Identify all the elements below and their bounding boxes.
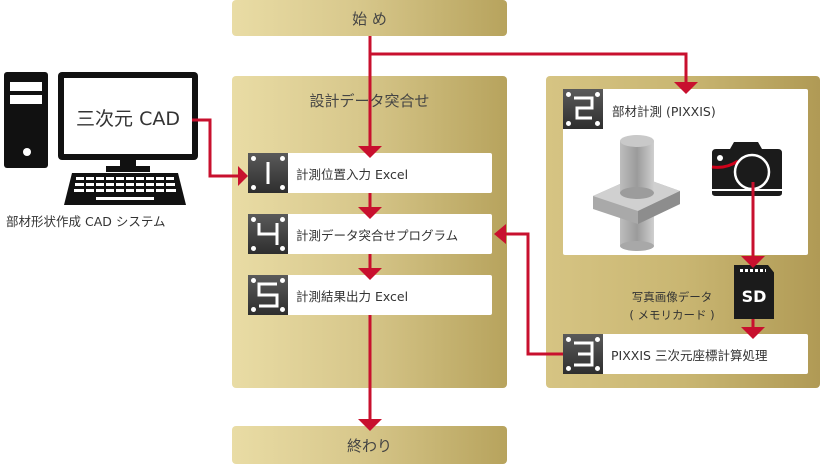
step-2-panel: 部材計測 (PIXXIS) [563,89,808,255]
start-label: 始 め [352,9,387,28]
step-1: 計測位置入力 Excel [248,153,492,193]
start-terminal: 始 め [232,0,507,36]
cad-caption: 部材形状作成 CAD システム [6,214,166,229]
step-2-label: 部材計測 (PIXXIS) [612,104,716,119]
step-badge-1 [248,153,288,193]
step-4-label: 計測データ突合せプログラム [296,227,459,243]
cad-screen-label: 三次元 CAD [76,108,180,130]
steel-column-icon [593,135,680,251]
keyboard-icon [64,173,186,205]
sd-caption: 写真画像データ ( メモリカード ) [612,288,732,324]
step-1-label: 計測位置入力 Excel [296,166,409,182]
sd-card-label: SD [741,287,767,306]
sd-card-icon: SD [734,265,774,319]
step-4: 計測データ突合せプログラム [248,214,492,254]
monitor-icon [58,72,198,172]
step-badge-5 [248,275,288,315]
step-3-label: PIXXIS 三次元座標計算処理 [611,347,768,363]
pc-tower-icon [4,72,48,168]
step-badge-3 [563,334,603,374]
camera-icon [711,142,782,196]
end-label: 終わり [346,436,392,455]
step-5-label: 計測結果出力 Excel [296,288,409,304]
step-5: 計測結果出力 Excel [248,275,492,315]
end-terminal: 終わり [232,426,507,464]
step-badge-2 [563,89,603,129]
step-badge-4 [248,214,288,254]
step-3: PIXXIS 三次元座標計算処理 [563,334,808,374]
design-group-title: 設計データ突合せ [309,92,430,110]
sd-caption-line2: ( メモリカード ) [629,308,715,322]
sd-caption-line1: 写真画像データ [631,290,713,304]
